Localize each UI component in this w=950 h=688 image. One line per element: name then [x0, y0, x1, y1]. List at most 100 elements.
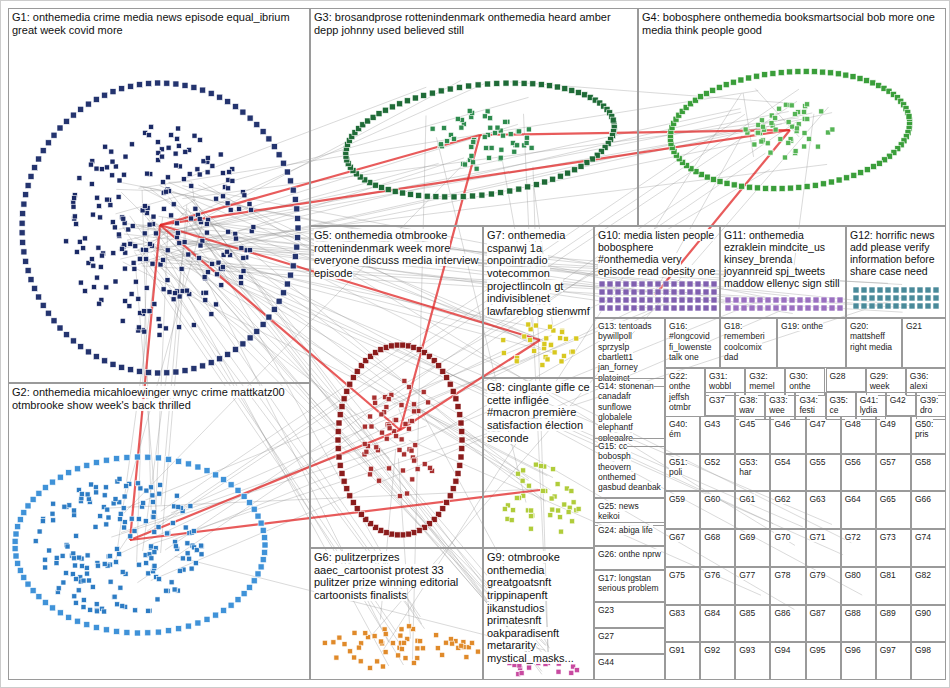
- vertex-square: [174, 493, 179, 498]
- tie-line: [124, 224, 796, 278]
- vertex-square: [711, 305, 717, 311]
- vertex-square: [102, 493, 107, 498]
- vertex-square: [105, 507, 110, 512]
- group-label: G71: [810, 532, 826, 542]
- vertex-square: [240, 341, 246, 347]
- strong-tie-line: [160, 135, 480, 225]
- vertex-square: [387, 426, 392, 431]
- vertex-square: [226, 186, 231, 191]
- vertex-square: [850, 74, 856, 80]
- vertex-square: [507, 188, 513, 194]
- group-box: G4: bobosphere onthemedia booksmartsocia…: [638, 8, 946, 226]
- vertex-square: [695, 297, 701, 303]
- tie-line: [169, 181, 191, 183]
- vertex-square: [209, 312, 214, 317]
- vertex-square: [795, 69, 801, 75]
- vertex-square: [145, 454, 151, 460]
- vertex-square: [695, 281, 701, 287]
- vertex-square: [364, 449, 369, 454]
- vertex-square: [166, 628, 172, 634]
- vertex-square: [133, 608, 138, 613]
- group-box: G23: [594, 602, 665, 628]
- tie-line: [153, 124, 518, 237]
- vertex-square: [352, 630, 357, 635]
- vertex-square: [94, 602, 99, 607]
- vertex-square: [416, 527, 422, 533]
- vertex-square: [237, 206, 242, 211]
- vertex-square: [548, 324, 553, 329]
- vertex-square: [870, 80, 876, 86]
- vertex-square: [422, 462, 427, 467]
- vertex-square: [569, 670, 574, 675]
- vertex-square: [851, 172, 857, 178]
- vertex-square: [114, 456, 120, 462]
- vertex-square: [152, 302, 157, 307]
- group-box: G15: cc bobosph theovern onthemed gasbud…: [594, 438, 665, 498]
- vertex-square: [768, 150, 773, 155]
- vertex-square: [522, 334, 527, 339]
- vertex-square: [623, 297, 629, 303]
- vertex-square: [180, 556, 185, 561]
- vertex-square: [132, 529, 137, 534]
- vertex-square: [164, 80, 170, 86]
- vertex-square: [225, 351, 231, 357]
- vertex-square: [797, 297, 803, 303]
- vertex-square: [151, 500, 156, 505]
- vertex-square: [208, 90, 214, 96]
- vertex-square: [382, 107, 388, 113]
- vertex-square: [542, 179, 548, 185]
- vertex-square: [233, 231, 238, 236]
- group-label: G88: [845, 608, 861, 618]
- vertex-square: [421, 92, 427, 98]
- vertex-square: [219, 283, 224, 288]
- vertex-square: [57, 125, 63, 131]
- vertex-square: [98, 264, 103, 269]
- vertex-square: [56, 586, 61, 591]
- tie-line: [161, 205, 187, 505]
- group-box: G69: [735, 529, 770, 567]
- vertex-square: [143, 519, 148, 524]
- vertex-square: [754, 73, 760, 79]
- vertex-square: [335, 446, 341, 452]
- vertex-square: [350, 500, 356, 506]
- vertex-square: [540, 363, 545, 368]
- group-box: G58: [911, 454, 946, 492]
- vertex-square: [394, 434, 399, 439]
- group-box: G20: mattsheff right media: [846, 318, 902, 368]
- vertex-square: [136, 296, 141, 301]
- vertex-square: [933, 287, 939, 293]
- vertex-square: [459, 437, 465, 443]
- group-label: G70: [774, 532, 790, 542]
- vertex-square: [354, 506, 360, 512]
- tie-line: [374, 170, 769, 402]
- group-box: G79: [806, 567, 841, 605]
- vertex-square: [149, 544, 154, 549]
- vertex-square: [389, 104, 395, 110]
- vertex-square: [819, 109, 824, 114]
- vertex-square: [552, 350, 557, 355]
- vertex-square: [144, 257, 149, 262]
- vertex-square: [205, 155, 210, 160]
- vertex-square: [228, 482, 234, 488]
- vertex-square: [184, 288, 189, 293]
- strong-tie-line: [160, 130, 790, 225]
- vertex-square: [136, 481, 141, 486]
- vertex-square: [837, 297, 843, 303]
- vertex-square: [228, 207, 233, 212]
- vertex-square: [155, 455, 161, 461]
- group-box: G17: longstan serious problem: [594, 570, 665, 602]
- vertex-square: [72, 508, 77, 513]
- vertex-square: [607, 289, 613, 295]
- vertex-square: [475, 82, 481, 88]
- vertex-square: [487, 155, 492, 160]
- vertex-square: [533, 323, 538, 328]
- vertex-square: [176, 504, 181, 509]
- vertex-square: [420, 646, 425, 651]
- vertex-square: [193, 561, 198, 566]
- vertex-square: [565, 170, 571, 176]
- vertex-square: [538, 464, 543, 469]
- vertex-square: [40, 519, 45, 524]
- vertex-square: [108, 579, 113, 584]
- vertex-square: [864, 78, 870, 84]
- group-label: G29: week: [870, 371, 890, 391]
